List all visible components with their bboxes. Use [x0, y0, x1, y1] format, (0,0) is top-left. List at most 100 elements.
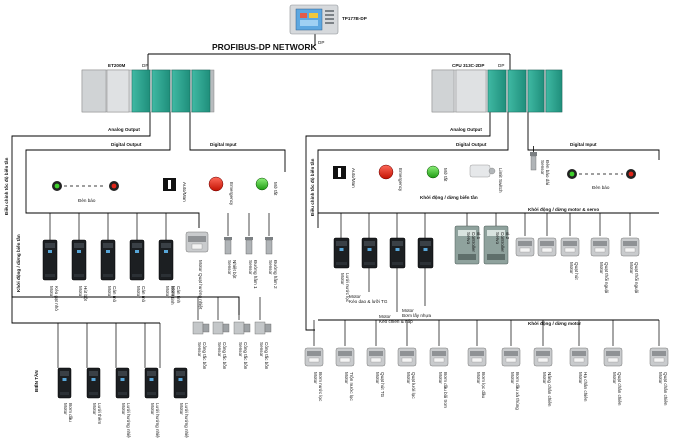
- wire: [57, 323, 161, 368]
- device-label: MotorCán tinh: [171, 286, 181, 304]
- device-label: MotorLưới hướng nhiệt 3: [179, 403, 189, 438]
- left-indicator-lamps: [52, 181, 119, 191]
- device-label: MotorTrộn nước lọc: [344, 372, 354, 401]
- right-rack-name: CPU 313C-2DP: [452, 63, 484, 68]
- emergency-button-icon: [378, 164, 394, 180]
- bottom-sensor-row: SensorCông tắc bồn SensorCông tắc bồn Sens…: [192, 297, 272, 370]
- device-label: MotorCán mỏ: [136, 286, 147, 303]
- limit-switch-icon: [469, 164, 496, 178]
- right-digital-output-label: Digital Output: [456, 142, 487, 147]
- bien-tan-label: BIẾN TẦN: [33, 370, 39, 392]
- contactor-icon: [533, 347, 553, 367]
- inverter-icon: [86, 367, 101, 399]
- contactor-icon: [304, 347, 324, 367]
- network-title: PROFIBUS-DP NETWORK: [212, 42, 318, 52]
- device-label: MotorBơm tinh: [165, 286, 175, 305]
- sensor-icon: [265, 237, 273, 255]
- contactor-icon: [537, 237, 557, 257]
- right-rack: [431, 69, 563, 113]
- io-module: [191, 69, 211, 113]
- device-label: MotorLưới thêm: [92, 403, 102, 424]
- device-label: MotorQuạt thổi nguội: [629, 262, 640, 293]
- inverter-icon: [417, 237, 434, 269]
- servo-label: ServoControllersl.1: [466, 232, 481, 252]
- device-label: MotorBơm dầu: [63, 403, 73, 422]
- inverter-icon: [173, 367, 188, 399]
- device-label: MotorQuạt lưới lọc: [406, 372, 416, 399]
- left-inverter-row: MotorKéo gạt nhỏ MotorHút bột MotorCán mỏ M…: [42, 213, 181, 311]
- contactor-icon: [467, 347, 487, 367]
- sensor-icon: [212, 321, 230, 335]
- contactor-icon: [603, 347, 623, 367]
- inverter-icon: [144, 367, 159, 399]
- servo-controller-icon: [454, 225, 480, 265]
- inverter-icon: [57, 367, 72, 399]
- left-rack-port: DP: [142, 63, 148, 68]
- input-label: Auto/Man: [182, 182, 187, 202]
- right-speed-bus-label: Điều chỉnh tốc độ biến tần: [309, 158, 315, 216]
- sensor-icon: [245, 237, 253, 255]
- interface-module: [106, 69, 130, 113]
- power-supply-module: [431, 69, 455, 113]
- contactor-icon: [649, 347, 669, 367]
- inverter-icon: [42, 239, 58, 281]
- input-label: Emergency: [398, 168, 403, 192]
- left-input-labels: Auto/Man Emergency Mở tắt: [182, 182, 279, 206]
- inverter-icon: [100, 239, 116, 281]
- inverter-icon: [129, 239, 145, 281]
- device-label: MotorQuạt chân chiên: [658, 372, 668, 406]
- input-label: Auto/Man: [351, 168, 356, 188]
- right-inputs: [333, 146, 636, 180]
- contactor-icon: [335, 347, 355, 367]
- contactor-icon: [560, 237, 580, 257]
- device-label: SensorĐường hầm 2: [268, 260, 278, 289]
- left-rack: [81, 69, 215, 113]
- hmi-model-label: TP177B-DP: [342, 16, 367, 21]
- inverter-icon: [71, 239, 87, 281]
- inverter-icon: [361, 237, 378, 269]
- left-digital-output-label: Digital Output: [111, 142, 142, 147]
- right-start-motor-label: Khởi động / dừng motor: [528, 321, 581, 326]
- hmi-port-label: DP: [318, 40, 324, 45]
- sensor-icon: [233, 321, 251, 335]
- sensor-icon: [224, 237, 232, 255]
- io-module: [487, 69, 507, 113]
- device-label: MotorKéo gạt nhỏ: [49, 286, 60, 311]
- device-label: MotorLưới nước lọc: [340, 273, 350, 303]
- emergency-button-icon: [208, 176, 224, 192]
- device-label: MotorHút bột: [78, 286, 88, 302]
- inverter-icon: [389, 237, 406, 269]
- contactor-icon: [620, 237, 640, 257]
- right-start-motor-servo-label: Khởi động / dừng motor & servo: [528, 207, 599, 212]
- inverter-icon: [158, 239, 174, 281]
- servo-label: ServoControllersl.2: [495, 232, 510, 252]
- cpu-module: [455, 69, 487, 113]
- right-servo-row: ServoControllersl.1 ServoControllersl.2: [454, 213, 510, 265]
- device-label: SensorCông tắc bồn: [197, 342, 208, 370]
- io-module: [507, 69, 527, 113]
- hmi-panel: [289, 4, 339, 35]
- device-label: MotorNâng chân chiên: [542, 372, 552, 407]
- device-label: MotorBơm dầu xả thùng: [510, 372, 520, 410]
- io-module: [527, 69, 545, 113]
- power-supply-module: [81, 69, 107, 113]
- contactor-icon: [366, 347, 386, 367]
- device-label: MotorBơm dầu bôi trơn: [438, 372, 448, 408]
- device-label: SensorCông tắc bồn: [238, 342, 249, 370]
- right-lamp-label: Đèn báo: [592, 185, 610, 190]
- left-inputs: [163, 176, 269, 192]
- contactor-label: Motor Quạt hướng nhiệt: [198, 260, 203, 310]
- left-rack-name: ET200M: [108, 63, 126, 68]
- device-label: SensorCông tắc bồn: [217, 342, 228, 370]
- wire: [368, 268, 426, 312]
- device-label: MotorCán mỏ: [107, 286, 118, 303]
- device-label: MotorQuạt chân chiên: [612, 372, 622, 406]
- right-digital-input-label: Digital Input: [570, 142, 597, 147]
